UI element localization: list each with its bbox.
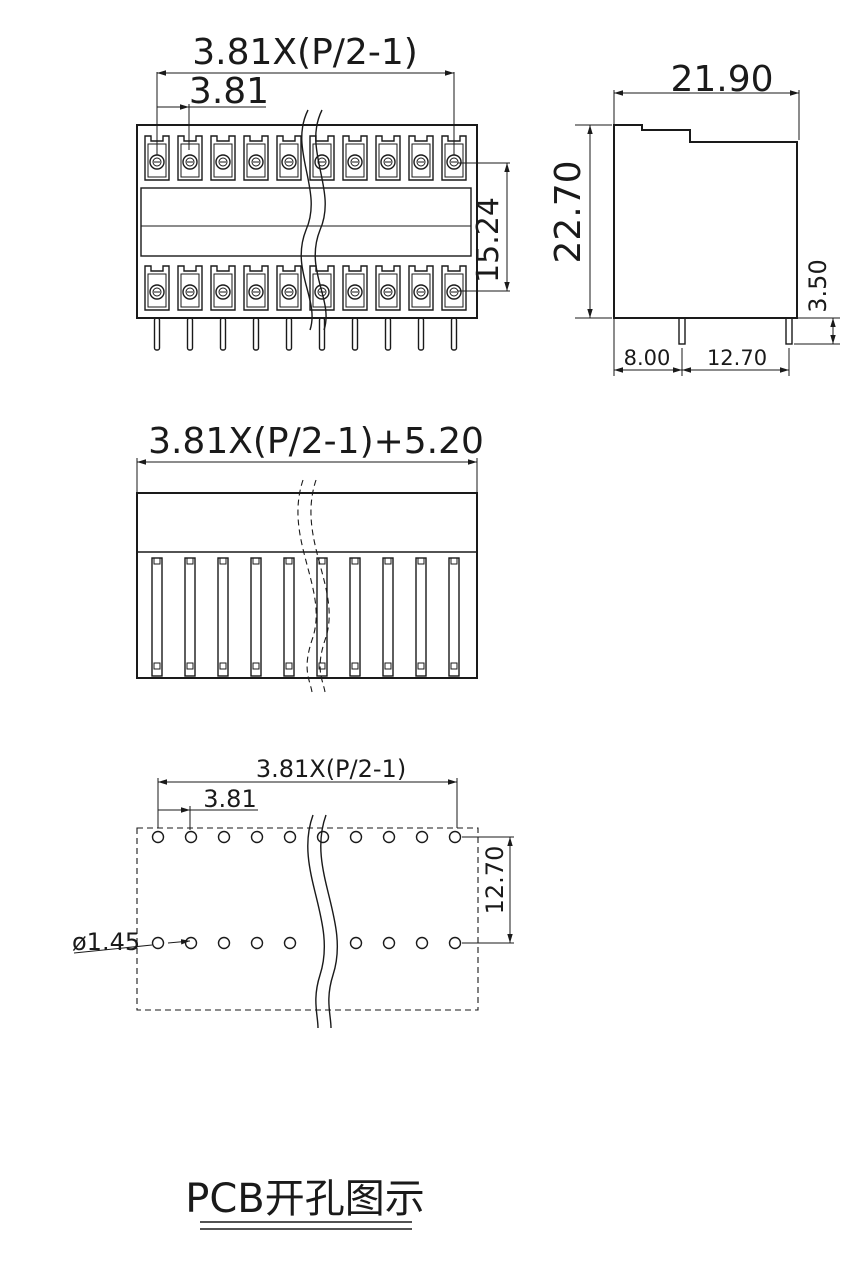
hole-upper-9 <box>415 830 429 844</box>
top-pitch-label: 3.81 <box>189 71 269 112</box>
terminal-upper-8 <box>375 135 401 181</box>
terminal-lower-5 <box>276 265 302 311</box>
side-pin-right <box>785 317 793 345</box>
side-pin-length-label: 3.50 <box>804 259 832 312</box>
terminal-lower-6 <box>309 265 335 311</box>
pcb-outline <box>136 827 479 1011</box>
terminal-upper-4 <box>243 135 269 181</box>
pcb-view: 3.81X(P/2-1) 3.81 12.70 ø1.45 <box>72 755 514 1029</box>
terminal-upper-7 <box>342 135 368 181</box>
pin-7 <box>351 317 359 351</box>
hole-lower-10 <box>448 936 462 950</box>
pin-10 <box>450 317 458 351</box>
hole-lower-8 <box>382 936 396 950</box>
terminal-upper-2 <box>177 135 203 181</box>
hole-upper-5 <box>283 830 297 844</box>
side-offset-label: 8.00 <box>624 346 671 370</box>
terminal-lower-8 <box>375 265 401 311</box>
front-slots <box>151 557 460 677</box>
pin-2 <box>186 317 194 351</box>
top-row-spacing-label: 15.24 <box>471 197 506 283</box>
front-slot-9 <box>415 557 427 677</box>
front-slot-10 <box>448 557 460 677</box>
front-view-outline <box>136 492 478 679</box>
hole-lower-9 <box>415 936 429 950</box>
top-terminals-upper <box>144 135 467 181</box>
pin-3 <box>219 317 227 351</box>
pcb-row-spacing-label: 12.70 <box>481 846 509 915</box>
break-line-left <box>300 109 313 331</box>
pin-1 <box>153 317 161 351</box>
pcb-pitch-span-label: 3.81X(P/2-1) <box>256 755 406 783</box>
terminal-lower-9 <box>408 265 434 311</box>
caption-text: PCB开孔图示 <box>185 1176 425 1222</box>
hole-upper-1 <box>151 830 165 844</box>
hole-lower-3 <box>217 936 231 950</box>
side-height-label: 22.70 <box>548 160 589 263</box>
pin-6 <box>318 317 326 351</box>
front-slot-6 <box>316 557 328 677</box>
side-pin-spacing-label: 12.70 <box>707 346 767 370</box>
pin-8 <box>384 317 392 351</box>
front-slot-4 <box>250 557 262 677</box>
terminal-lower-10 <box>441 265 467 311</box>
front-break-left <box>297 479 317 693</box>
top-view-center-band <box>140 187 472 257</box>
side-pin-left <box>678 317 686 345</box>
hole-lower-4 <box>250 936 264 950</box>
pin-4 <box>252 317 260 351</box>
hole-lower-1 <box>151 936 165 950</box>
pcb-pitch-label: 3.81 <box>203 785 256 813</box>
side-view-outline <box>613 124 798 319</box>
terminal-lower-2 <box>177 265 203 311</box>
hole-lower-7 <box>349 936 363 950</box>
pcb-break-right <box>320 814 338 1029</box>
front-slot-1 <box>151 557 163 677</box>
terminal-lower-3 <box>210 265 236 311</box>
front-slot-7 <box>349 557 361 677</box>
hole-upper-4 <box>250 830 264 844</box>
hole-upper-2 <box>184 830 198 844</box>
top-pins <box>153 317 458 351</box>
terminal-upper-6 <box>309 135 335 181</box>
terminal-lower-4 <box>243 265 269 311</box>
hole-upper-3 <box>217 830 231 844</box>
front-break-right <box>310 479 330 693</box>
hole-lower-5 <box>283 936 297 950</box>
front-view: 3.81X(P/2-1)+5.20 <box>136 421 484 693</box>
hole-upper-7 <box>349 830 363 844</box>
front-slot-8 <box>382 557 394 677</box>
pcb-holes <box>151 830 462 950</box>
terminal-upper-9 <box>408 135 434 181</box>
front-slot-5 <box>283 557 295 677</box>
caption: PCB开孔图示 <box>185 1176 425 1230</box>
side-depth-label: 21.90 <box>670 59 773 100</box>
hole-lower-2 <box>184 936 198 950</box>
terminal-lower-1 <box>144 265 170 311</box>
break-line-right <box>314 109 327 331</box>
hole-upper-8 <box>382 830 396 844</box>
side-view: 21.90 22.70 3.50 8.00 12.70 <box>548 59 840 376</box>
top-view: 3.81X(P/2-1) 3.81 15.24 <box>136 32 510 351</box>
terminal-lower-7 <box>342 265 368 311</box>
hole-upper-10 <box>448 830 462 844</box>
top-view-outline <box>136 124 478 319</box>
pcb-break-left <box>307 814 325 1029</box>
front-overall-label: 3.81X(P/2-1)+5.20 <box>148 421 484 462</box>
pin-5 <box>285 317 293 351</box>
terminal-upper-3 <box>210 135 236 181</box>
front-slot-3 <box>217 557 229 677</box>
terminal-upper-5 <box>276 135 302 181</box>
front-slot-2 <box>184 557 196 677</box>
hole-upper-6 <box>316 830 330 844</box>
top-pitch-span-label: 3.81X(P/2-1) <box>192 32 418 73</box>
pcb-hole-label: ø1.45 <box>72 928 140 956</box>
top-terminals-lower <box>144 265 467 311</box>
pin-9 <box>417 317 425 351</box>
